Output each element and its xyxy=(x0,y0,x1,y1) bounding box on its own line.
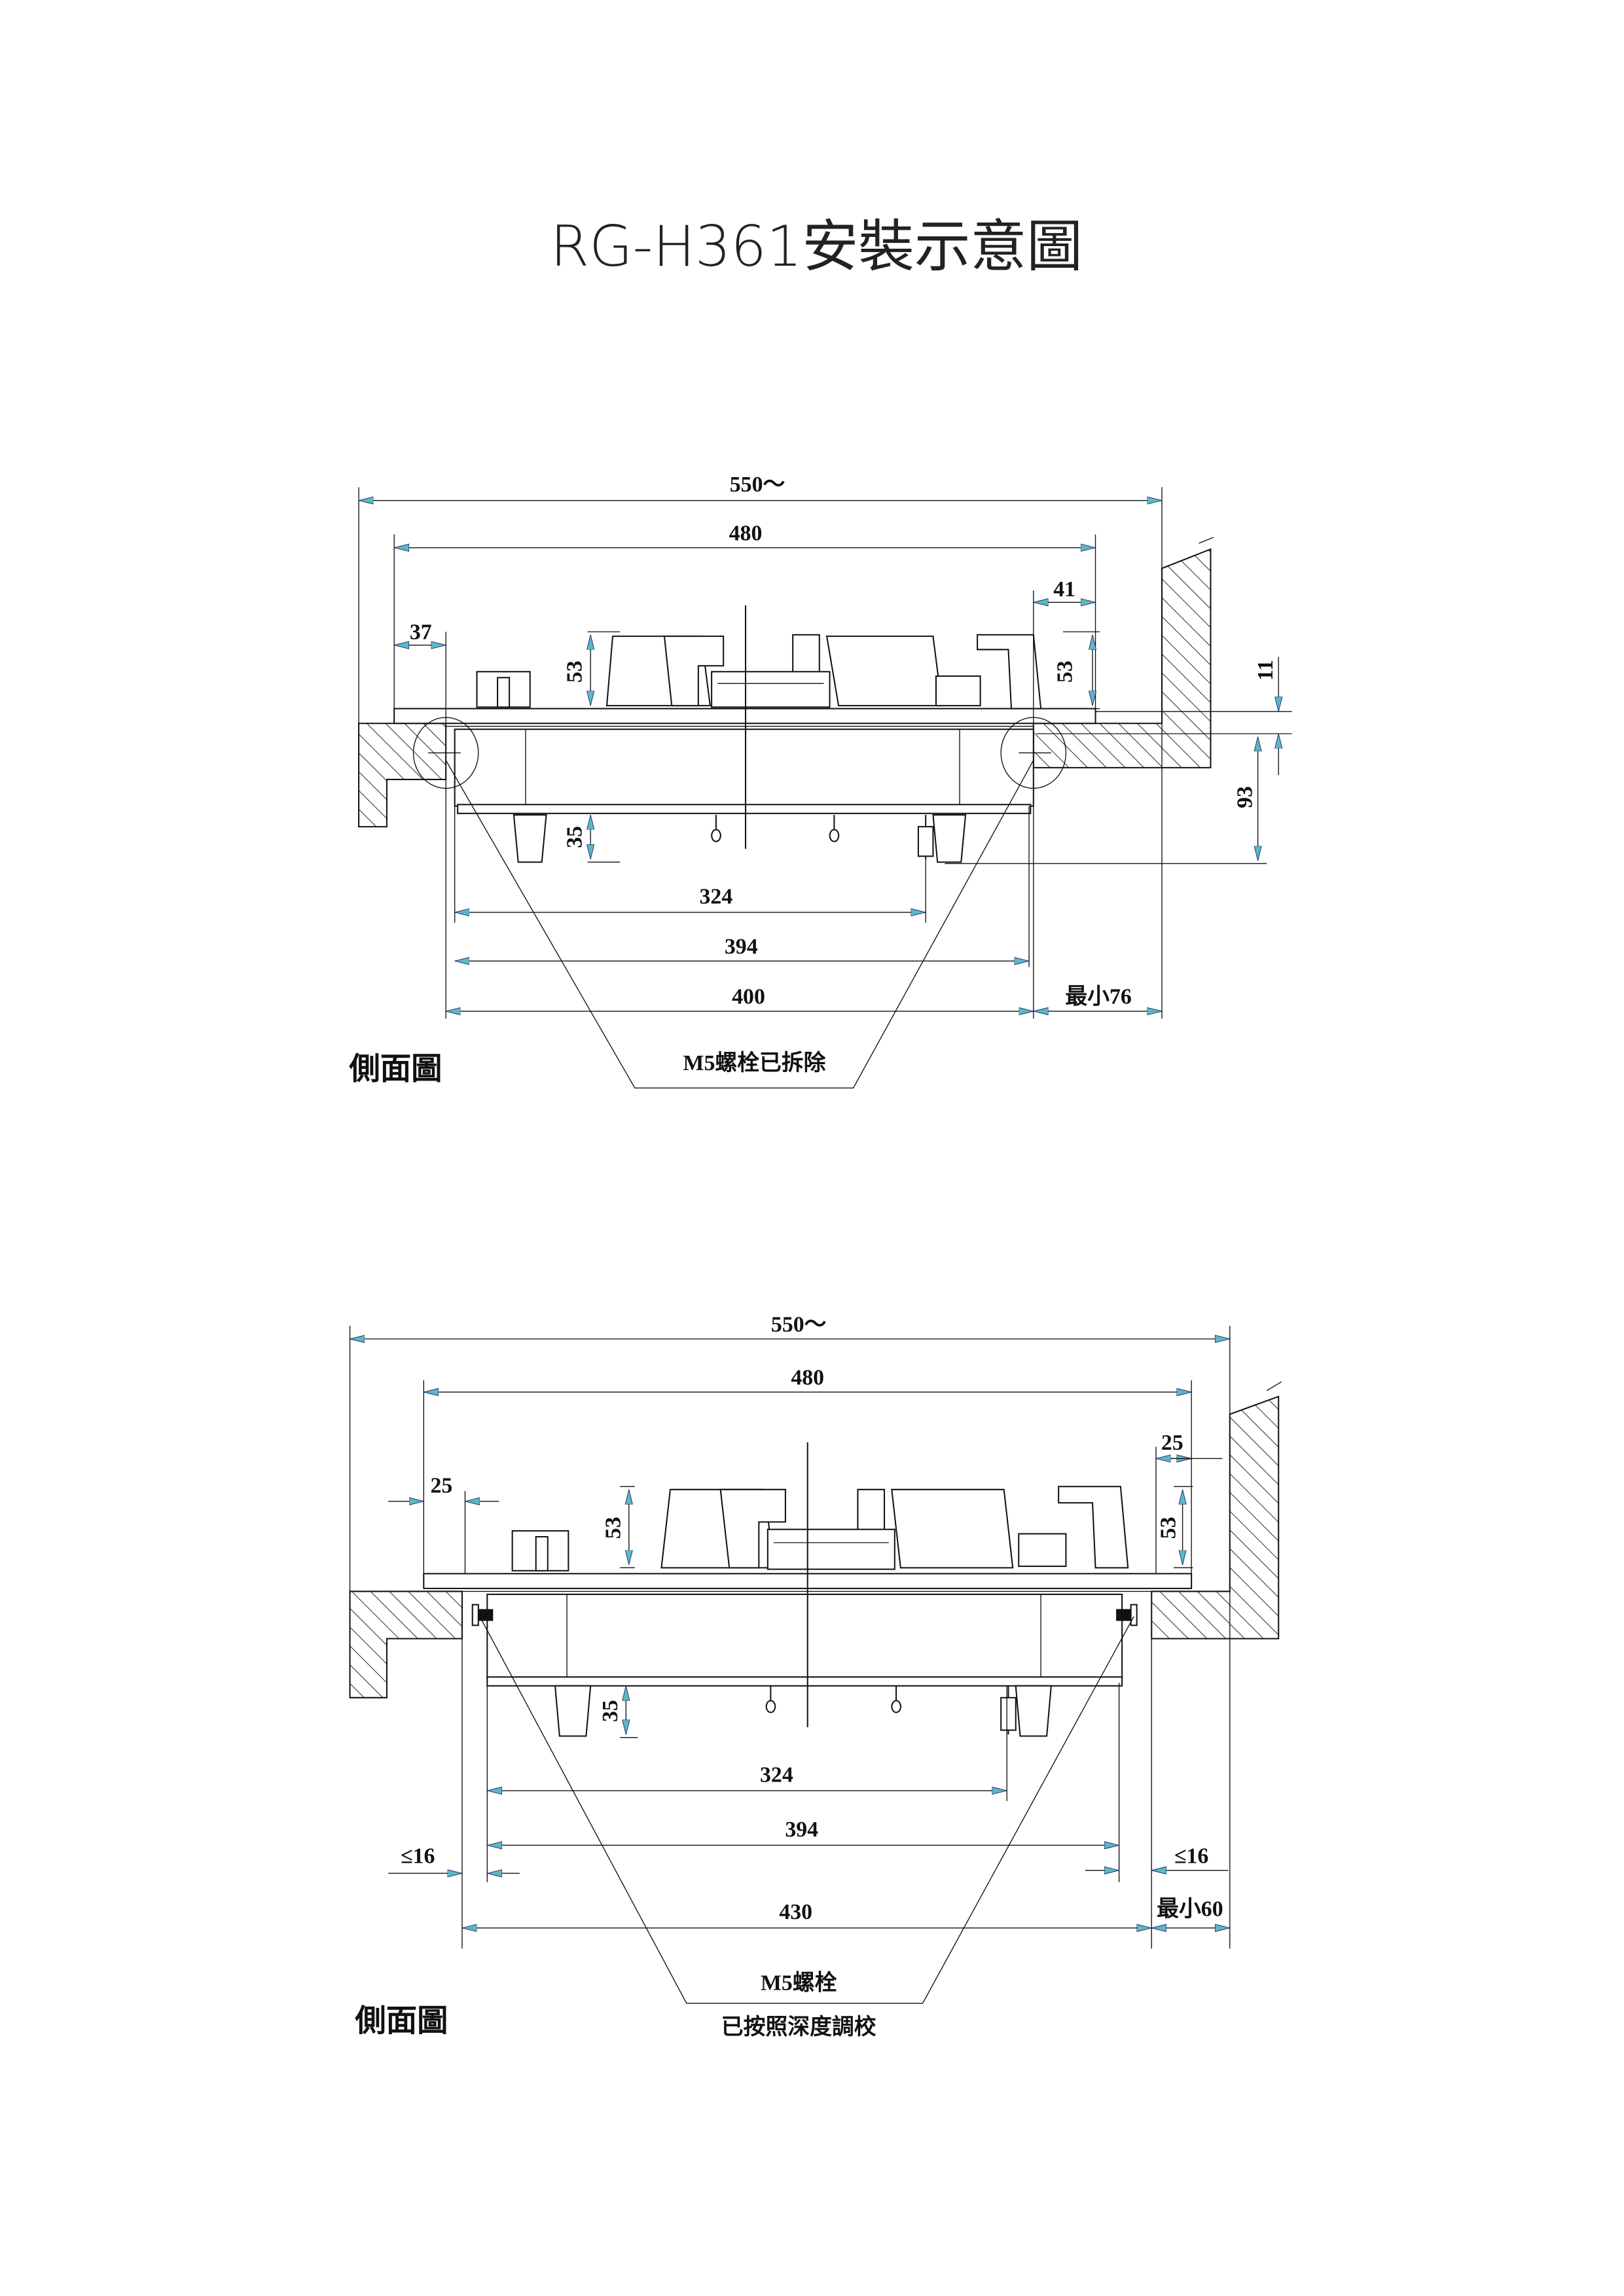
page-title: RG-H361安裝示意圖 xyxy=(550,214,1083,279)
dim-550: 550～ xyxy=(730,473,785,497)
dim-min-76: 最小76 xyxy=(1065,984,1131,1009)
dim-53-right: 53 xyxy=(1156,1517,1180,1539)
hob-body xyxy=(423,1442,1193,1737)
dim-480: 480 xyxy=(729,522,763,546)
countertop-left xyxy=(358,723,447,828)
side-view-diagram-2: 550～ 480 25 25 53 53 35 324 394 ≤16 ≤16 … xyxy=(349,1312,1282,2039)
dim-35: 35 xyxy=(598,1700,623,1722)
dim-550: 550～ xyxy=(771,1312,827,1336)
dim-37: 37 xyxy=(410,620,432,645)
dim-35: 35 xyxy=(563,826,587,848)
dim-25-right: 25 xyxy=(1161,1431,1183,1455)
dim-53-left: 53 xyxy=(563,660,587,683)
dim-93: 93 xyxy=(1233,786,1257,808)
dim-430: 430 xyxy=(779,1900,812,1924)
view-label: 側面圖 xyxy=(354,2004,448,2039)
dim-gap-left: ≤16 xyxy=(401,1844,435,1868)
dim-41: 41 xyxy=(1053,577,1075,601)
countertop-left xyxy=(349,1590,463,1698)
callout-label: M5螺栓已拆除 xyxy=(683,1050,826,1075)
dim-324: 324 xyxy=(700,884,733,908)
callout-label-line1: M5螺栓 xyxy=(761,1970,837,1995)
dim-394: 394 xyxy=(785,1818,818,1842)
callout-leader xyxy=(479,1616,1134,2004)
view-label: 側面圖 xyxy=(348,1052,442,1086)
callout-leader xyxy=(445,760,1034,1088)
callout-label-line2: 已按照深度調校 xyxy=(721,2015,876,2039)
dim-480: 480 xyxy=(791,1366,824,1390)
dim-324: 324 xyxy=(760,1763,793,1787)
dim-min-60: 最小60 xyxy=(1157,1897,1223,1922)
hob-body xyxy=(393,605,1096,863)
dim-53-left: 53 xyxy=(601,1517,625,1539)
dim-gap-right: ≤16 xyxy=(1174,1844,1208,1868)
dim-400: 400 xyxy=(732,985,765,1009)
dim-25-left: 25 xyxy=(430,1473,452,1498)
dim-11: 11 xyxy=(1254,660,1278,681)
dim-53-right: 53 xyxy=(1053,660,1077,683)
side-view-diagram-1: 550～ 480 41 37 53 53 11 93 35 324 394 40… xyxy=(348,473,1292,1088)
dim-394: 394 xyxy=(725,935,758,959)
